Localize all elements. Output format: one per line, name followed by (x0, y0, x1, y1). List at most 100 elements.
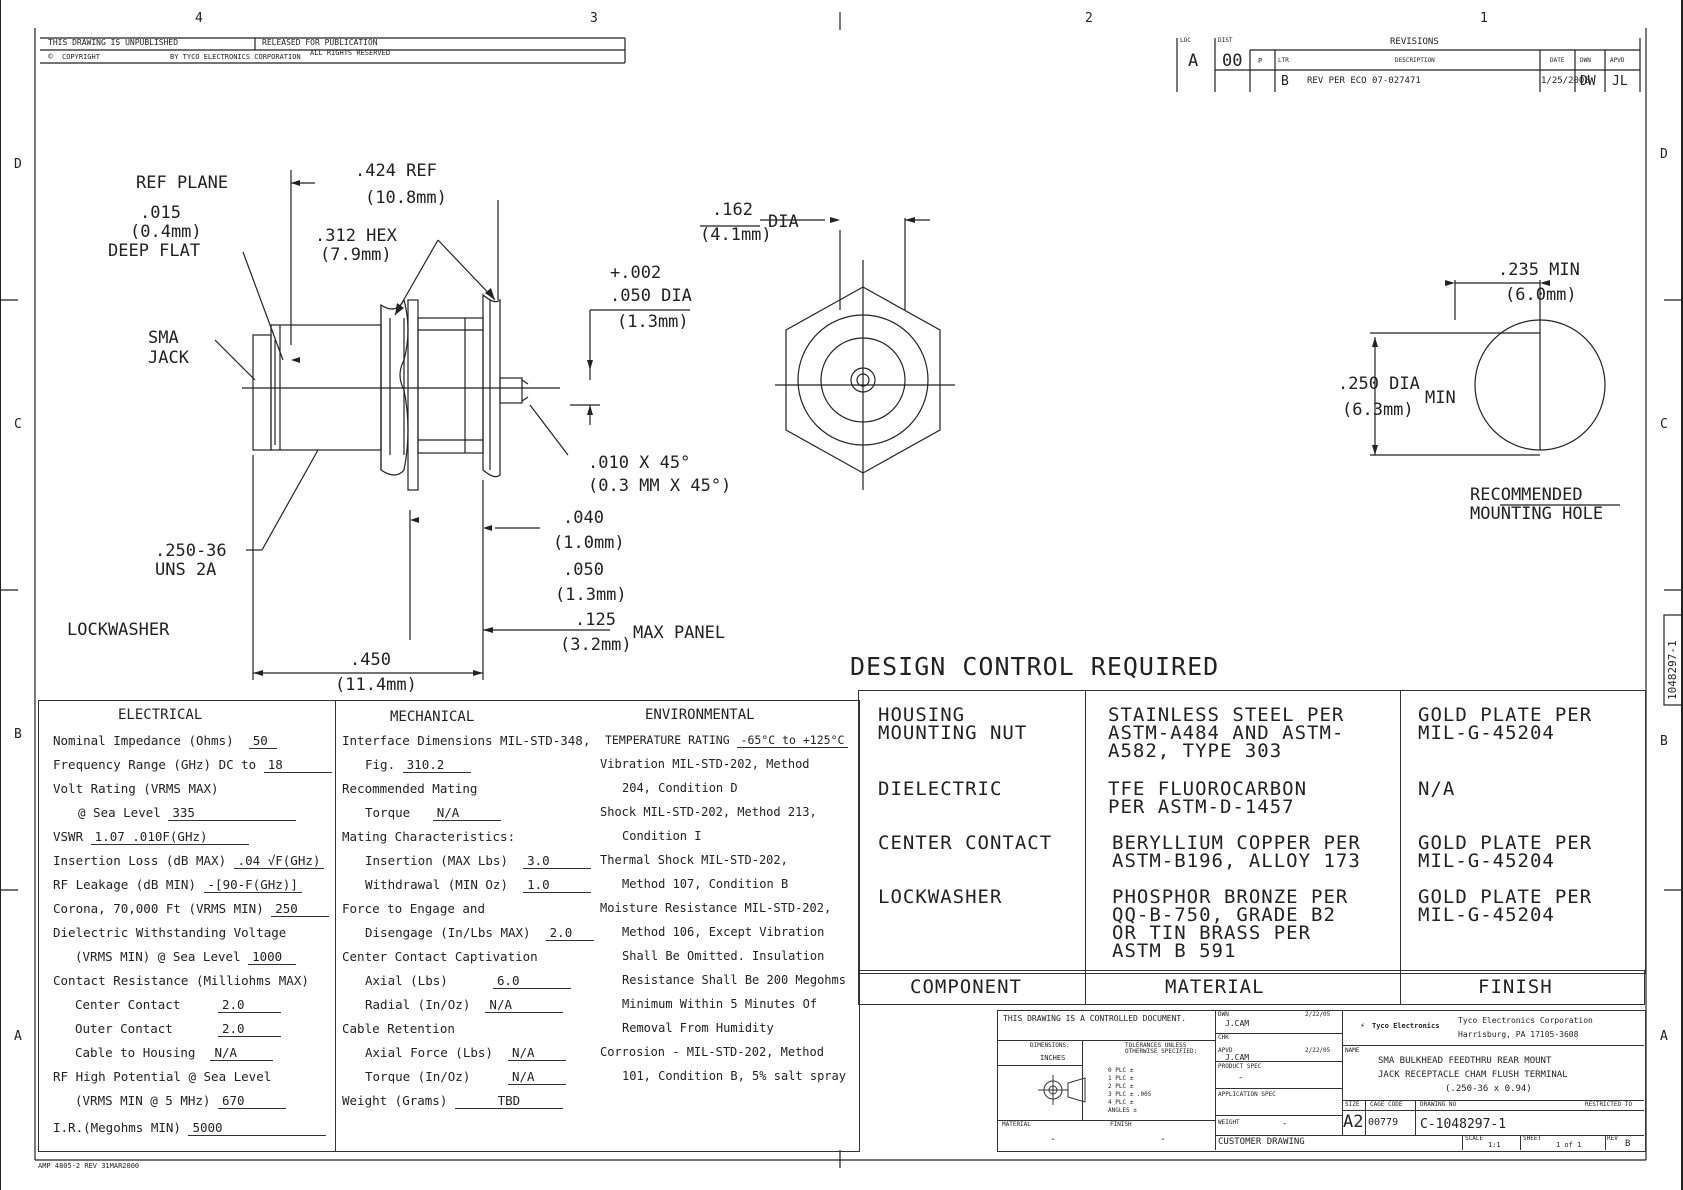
material-housing: STAINLESS STEEL PER ASTM-A484 AND ASTM- … (1108, 704, 1345, 762)
materials-col-divider (1400, 970, 1401, 1005)
rev-dist: 00 (1222, 51, 1243, 71)
env-row: Shock MIL-STD-202, Method 213, (600, 805, 817, 819)
rev-apvd: JL (1612, 74, 1628, 89)
tb-chk-lbl: CHK (1218, 1034, 1229, 1041)
finish-lockwasher: GOLD PLATE PER MIL-G-45204 (1418, 886, 1593, 926)
tb-scale-val: 1:1 (1488, 1141, 1501, 1149)
elec-row: Corona, 70,000 Ft (VRMS MIN) 250 (53, 901, 330, 917)
dim-cham-mm: (0.3 MM X 45°) (588, 476, 732, 496)
dim-250-mm: (6.3mm) (1342, 400, 1414, 420)
elec-row: Dielectric Withstanding Voltage (53, 925, 287, 940)
tb-finish-val: - (1160, 1134, 1167, 1145)
env-row: Vibration MIL-STD-202, Method (600, 757, 810, 771)
tb-dwg-val: C-1048297-1 (1420, 1117, 1507, 1132)
tb-name-3: (.250-36 x 0.94) (1445, 1084, 1532, 1094)
elec-row: RF High Potential @ Sea Level (53, 1069, 272, 1084)
tb-line (1215, 1135, 1644, 1136)
environmental-title: ENVIRONMENTAL (645, 707, 755, 723)
env-row: Method 106, Except Vibration (622, 925, 825, 939)
tb-line (1082, 1040, 1083, 1120)
tb-line (1365, 1100, 1366, 1135)
hdr-component: COMPONENT (910, 976, 1022, 998)
dim-162-mm: (4.1mm) (700, 225, 772, 245)
zone-3: 3 (590, 11, 598, 26)
zone-D-left: D (14, 157, 22, 172)
tb-tol-row: 2 PLC ± (1108, 1083, 1134, 1090)
rev-loc: A (1188, 51, 1199, 71)
materials-col-divider (1085, 970, 1086, 1005)
env-row: TEMPERATURE RATING -65°C to +125°C (605, 733, 849, 748)
tb-material-val: - (1050, 1134, 1057, 1145)
tb-material-lbl: MATERIAL (1002, 1121, 1031, 1128)
dim-jack: JACK (148, 348, 189, 368)
elec-row: Center Contact 2.0 (75, 997, 281, 1013)
dim-235-mm: (6.0mm) (1505, 285, 1577, 305)
tb-appvd-val: J.CAM (1225, 1053, 1250, 1062)
specs-divider (335, 700, 336, 1151)
dim-thread1: .250-36 (155, 541, 227, 561)
component-lockwasher: LOCKWASHER (878, 886, 1003, 908)
env-row: Moisture Resistance MIL-STD-202, (600, 901, 832, 915)
mech-row: Mating Characteristics: (342, 829, 516, 844)
zone-B-right: B (1660, 734, 1668, 749)
rec-mount-2: MOUNTING HOLE (1470, 504, 1604, 524)
mech-row: Disengage (In/Lbs MAX) 2.0 (365, 925, 594, 941)
mech-row: Recommended Mating (342, 781, 478, 796)
note-copyright: COPYRIGHT (62, 53, 100, 61)
elec-row: VSWR 1.07 .010F(GHz) (53, 829, 249, 845)
finish-center-contact: GOLD PLATE PER MIL-G-45204 (1418, 832, 1593, 872)
dim-050: .050 (563, 560, 604, 580)
mech-row: Interface Dimensions MIL-STD-348, (342, 733, 591, 748)
env-row: Minimum Within 5 Minutes Of (622, 997, 818, 1011)
mech-row: Axial (Lbs) 6.0 (365, 973, 571, 989)
materials-col-divider (1085, 690, 1086, 972)
zone-1: 1 (1480, 11, 1488, 26)
component-housing: HOUSING MOUNTING NUT (878, 704, 1028, 744)
note-by: BY TYCO ELECTRONICS CORPORATION (170, 53, 301, 61)
elec-row: Cable to Housing N/A (75, 1045, 274, 1061)
elec-row: @ Sea Level 335 (78, 805, 297, 821)
side-drawing-number: 1048297-1 (1666, 640, 1679, 700)
mech-row: Weight (Grams) TBD (342, 1093, 563, 1109)
materials-header-row (858, 970, 1645, 1005)
tb-appvd-lbl: APVD (1218, 1047, 1233, 1054)
material-dielectric: TFE FLUOROCARBON PER ASTM-D-1457 (1108, 778, 1308, 818)
tb-line (997, 1040, 1215, 1041)
dim-hex-in: .312 HEX (315, 226, 397, 246)
zone-D-right: D (1660, 147, 1668, 162)
mech-row: Cable Retention (342, 1021, 455, 1036)
dim-tol: +.002 (610, 263, 662, 283)
elec-row: Insertion Loss (dB MAX) .04 √F(GHz) (53, 853, 325, 869)
dim-sma: SMA (148, 328, 179, 348)
note-released: RELEASED FOR PUBLICATION (262, 38, 378, 47)
tb-name-2: JACK RECEPTACLE CHAM FLUSH TERMINAL (1378, 1070, 1568, 1080)
dim-flat-lbl: DEEP FLAT (108, 241, 201, 261)
dim-040: .040 (563, 508, 604, 528)
finish-dielectric: N/A (1418, 778, 1456, 800)
materials-table (858, 690, 1646, 974)
mechanical-title: MECHANICAL (390, 709, 475, 725)
tb-line (1215, 1115, 1342, 1116)
tb-weight-val: - (1282, 1119, 1288, 1129)
mech-row: Radial (In/Oz) N/A (365, 997, 564, 1013)
rev-dwn: DW (1580, 74, 1596, 89)
dim-hex-mm: (7.9mm) (320, 245, 392, 265)
rev-hdr-ltr: LTR (1278, 57, 1289, 64)
dim-flat-in: .015 (140, 203, 181, 223)
footer: AMP 4805-2 REV 31MAR2000 (38, 1162, 140, 1170)
tb-dwn-date: 2/22/05 (1305, 1011, 1331, 1018)
tb-sheet-lbl: SHEET (1523, 1135, 1542, 1142)
rec-mount-1: RECOMMENDED (1470, 485, 1583, 505)
tb-dwn-lbl: DWN (1218, 1011, 1229, 1018)
elec-row: Contact Resistance (Milliohms MAX) (53, 973, 309, 988)
elec-row: (VRMS MIN) @ Sea Level 1000 (75, 949, 297, 965)
rev-hdr-loc: LOC (1180, 37, 1191, 44)
env-row: Shall Be Omitted. Insulation (622, 949, 825, 963)
rev-date: 1/25/2008 (1541, 76, 1590, 86)
tb-city: Harrisburg, PA 17105-3608 (1458, 1030, 1579, 1039)
tb-line (997, 1120, 1215, 1121)
dim-040-mm: (1.0mm) (553, 533, 625, 553)
finish-housing: GOLD PLATE PER MIL-G-45204 (1418, 704, 1593, 744)
dim-ref-in: .424 REF (355, 161, 437, 181)
